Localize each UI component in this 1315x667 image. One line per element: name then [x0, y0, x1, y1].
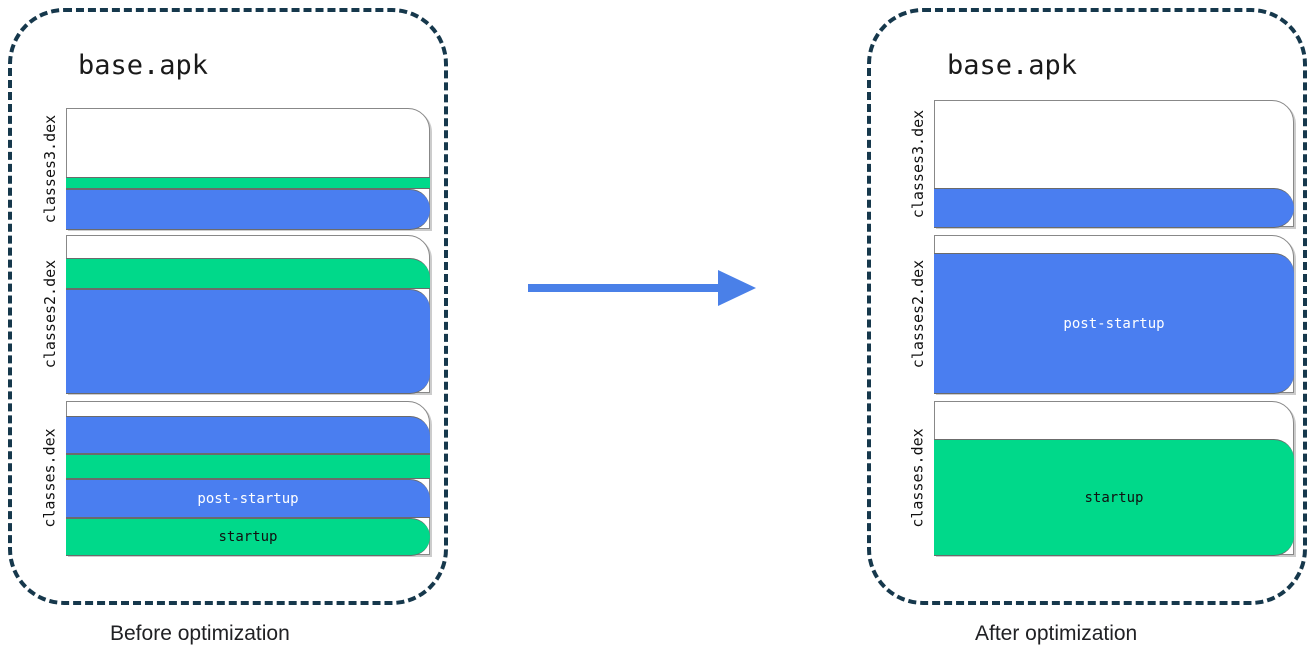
dex-label-classes2-dex: classes2.dex: [902, 235, 934, 393]
dex-box-classes2-dex: [66, 235, 430, 394]
dex-segment-post-startup: [934, 188, 1294, 228]
caption-after: After optimization: [975, 622, 1138, 645]
after-optimization-panel: base.apk classes3.dex classes2.dex post-st…: [867, 8, 1307, 605]
apk-title-before: base.apk: [78, 50, 209, 81]
dex-group-classes3-dex: classes3.dex: [871, 100, 1303, 228]
dex-segment-startup: startup: [66, 518, 430, 556]
dex-box-classes3-dex: [934, 100, 1294, 228]
dex-label-text: classes2.dex: [41, 259, 59, 369]
dex-label-classes2-dex: classes2.dex: [34, 235, 66, 393]
dex-label-classes-dex: classes.dex: [902, 401, 934, 555]
dex-segment-post-startup: post-startup: [66, 479, 430, 518]
dex-label-classes3-dex: classes3.dex: [34, 108, 66, 229]
dex-segment-startup: [66, 177, 430, 189]
dex-segment-label: post-startup: [197, 490, 299, 507]
dex-segment-post-startup: [66, 289, 430, 394]
dex-label-classes-dex: classes.dex: [34, 401, 66, 555]
dex-label-text: classes3.dex: [41, 114, 59, 223]
dex-group-classes-dex: classes.dex startup: [871, 401, 1303, 556]
transition-arrow: [520, 262, 760, 314]
dex-label-text: classes.dex: [909, 428, 927, 528]
dex-label-text: classes.dex: [41, 428, 59, 528]
dex-label-text: classes3.dex: [909, 109, 927, 218]
dex-group-classes2-dex: classes2.dex: [12, 235, 444, 394]
dex-group-classes2-dex: classes2.dex post-startup: [871, 235, 1303, 394]
dex-segment-label: startup: [218, 529, 278, 545]
dex-group-classes-dex: classes.dex post-startup startup: [12, 401, 444, 556]
dex-box-classes3-dex: [66, 108, 430, 230]
before-optimization-panel: base.apk classes3.dex classes2.dex classes…: [8, 8, 448, 605]
dex-segment-post-startup: [66, 189, 430, 230]
dex-box-classes-dex: startup: [934, 401, 1294, 556]
dex-segment-label: post-startup: [1063, 315, 1165, 332]
dex-box-classes-dex: post-startup startup: [66, 401, 430, 556]
dex-segment-label: startup: [1084, 489, 1144, 506]
dex-segment-startup: [66, 454, 430, 479]
dex-segment-post-startup: [66, 416, 430, 454]
dex-group-classes3-dex: classes3.dex: [12, 108, 444, 230]
dex-label-text: classes2.dex: [909, 259, 927, 369]
dex-box-classes2-dex: post-startup: [934, 235, 1294, 394]
apk-title-after: base.apk: [947, 50, 1078, 81]
dex-label-classes3-dex: classes3.dex: [902, 100, 934, 227]
caption-before: Before optimization: [110, 622, 290, 645]
dex-segment-post-startup: post-startup: [934, 253, 1294, 394]
dex-segment-startup: startup: [934, 439, 1294, 556]
right-arrow-icon: [528, 270, 756, 306]
dex-segment-startup: [66, 258, 430, 289]
